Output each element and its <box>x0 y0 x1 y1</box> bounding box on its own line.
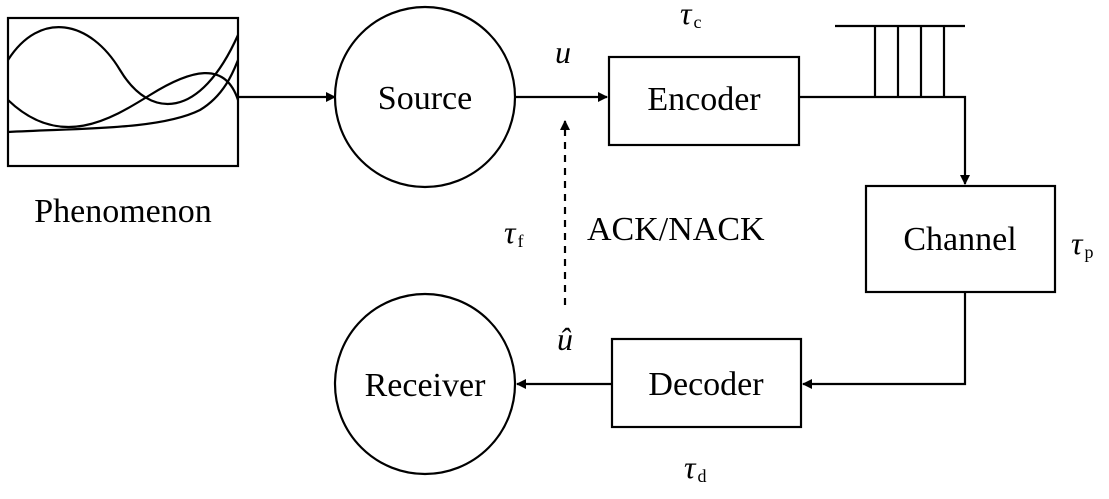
ack-nack-label: ACK/NACK <box>587 211 765 248</box>
queue-buffer <box>835 24 965 97</box>
tau-f-subscript: f <box>517 231 523 251</box>
arrow-encoder-to-channel <box>799 95 970 185</box>
phenomenon-curve-3 <box>7 59 240 134</box>
phenomenon-curve-1 <box>7 26 240 105</box>
tau-f-symbol: τ <box>504 214 517 250</box>
source-label: Source <box>378 80 472 117</box>
u-hat-label: û <box>557 321 573 357</box>
tau-p-subscript: p <box>1084 242 1093 262</box>
channel-label: Channel <box>903 221 1016 258</box>
arrow-channel-to-decoder <box>802 292 967 389</box>
phenomenon-plot <box>6 16 240 168</box>
tau-d-subscript: d <box>697 466 706 486</box>
phenomenon-plot-frame <box>6 16 240 168</box>
u-label: u <box>555 34 571 70</box>
tau-c-symbol: τ <box>680 0 693 31</box>
channel-node <box>864 184 1057 294</box>
phenomenon-label: Phenomenon <box>34 193 212 230</box>
tau-p-symbol: τ <box>1071 225 1084 261</box>
encoder-label: Encoder <box>647 81 761 118</box>
phenomenon-curve-2 <box>7 72 240 128</box>
decoder-label: Decoder <box>648 366 764 403</box>
encoder-node <box>607 55 801 147</box>
tau-c-subscript: c <box>693 12 701 32</box>
receiver-label: Receiver <box>365 367 486 404</box>
receiver-node <box>333 292 517 476</box>
tau-d-symbol: τ <box>684 449 697 485</box>
